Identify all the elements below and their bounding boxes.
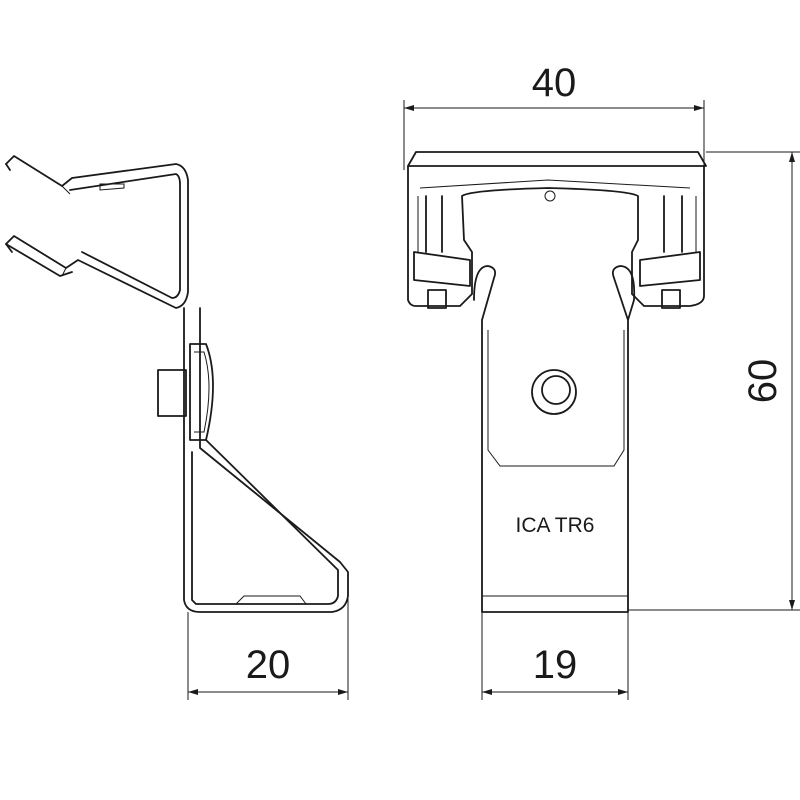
front-left-nut (427, 289, 447, 309)
front-top-bar (407, 151, 707, 167)
front-top-pin (544, 190, 556, 202)
dimension-front-width: 40 (403, 61, 705, 170)
front-base-width-label: 19 (533, 643, 578, 687)
side-lower-tip (5, 163, 13, 253)
dimension-side-width: 20 (187, 590, 349, 700)
side-angle-inner (191, 439, 339, 605)
front-bolt-inner (541, 375, 571, 405)
side-nut (157, 369, 187, 417)
side-washer (189, 343, 214, 441)
side-width-label: 20 (246, 643, 291, 687)
front-view: ICA TR6 (407, 151, 707, 613)
front-left-jaw (413, 195, 471, 287)
side-view (5, 155, 349, 613)
front-height-label: 60 (741, 359, 785, 404)
part-label: ICA TR6 (516, 514, 595, 537)
side-base-detail (235, 595, 307, 605)
front-right-jaw (639, 195, 701, 287)
front-body-fold (487, 330, 625, 467)
front-width-label: 40 (532, 61, 577, 105)
front-bolt-outer (531, 369, 577, 415)
side-washer-inner (194, 351, 210, 433)
side-upper-tab (61, 183, 125, 277)
front-body (473, 265, 636, 613)
front-top-inner (417, 179, 697, 252)
front-right-nut (661, 289, 681, 309)
side-upper-jaw (5, 155, 189, 309)
dimension-front-height: 60 (628, 151, 800, 611)
front-top-rail (407, 165, 705, 307)
dimension-front-base-width: 19 (481, 612, 629, 700)
side-upper-jaw-inner (69, 173, 181, 299)
